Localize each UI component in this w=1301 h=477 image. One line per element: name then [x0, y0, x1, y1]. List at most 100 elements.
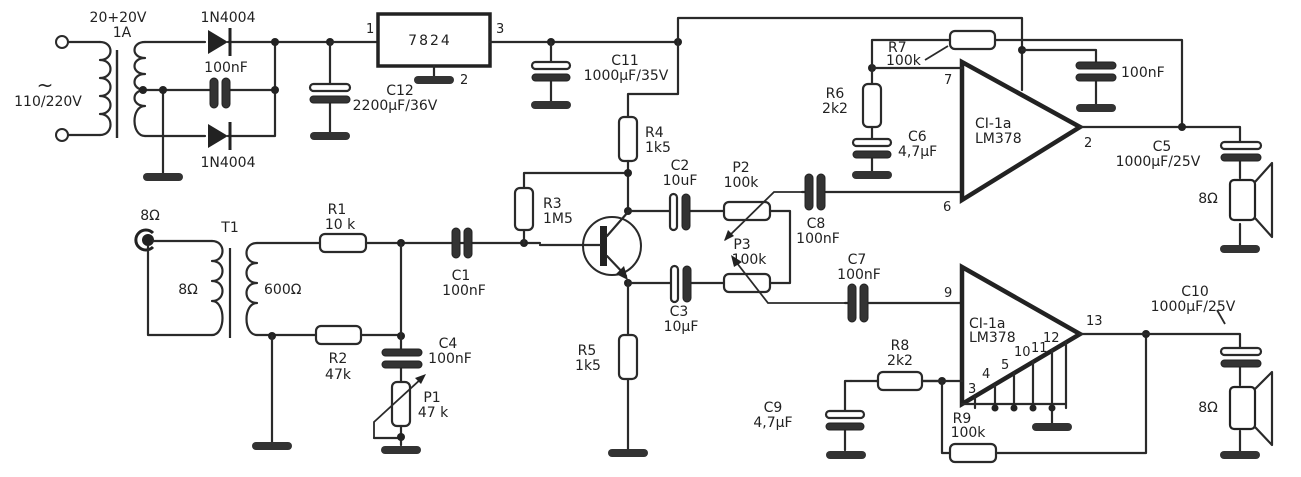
ic-bottom-gnd-pin: 5 — [1001, 358, 1009, 373]
resistor-r4 — [617, 115, 639, 163]
diode-top-label: 1N4004 — [200, 10, 255, 26]
c11-name: C11 — [611, 53, 639, 69]
ic-bottom-gnd-pin: 11 — [1031, 341, 1048, 356]
resistor-r6 — [861, 82, 883, 129]
capacitor-top-bypass-icon — [1075, 61, 1117, 82]
r3-value: 1M5 — [543, 211, 573, 227]
transformer-secondary-coil — [133, 40, 147, 138]
c7-value: 100nF — [837, 267, 881, 283]
ground-symbol — [531, 101, 571, 109]
r9-name: R9 — [953, 411, 972, 427]
c2-name: C2 — [671, 158, 690, 174]
capacitor-c12-icon — [308, 82, 352, 104]
ground-symbol — [826, 451, 866, 459]
c6-name: C6 — [908, 129, 927, 145]
c7-name: C7 — [848, 252, 867, 268]
t1-primary-label: 8Ω — [178, 282, 198, 298]
r3-name: R3 — [543, 196, 562, 212]
speaker-bottom-icon — [1228, 370, 1274, 447]
speaker-bottom-label: 8Ω — [1198, 400, 1218, 416]
ic-bottom-pin-out: 13 — [1086, 314, 1103, 329]
c5-value: 1000µF/25V — [1116, 154, 1201, 170]
c5-name: C5 — [1153, 139, 1172, 155]
r2-value: 47k — [325, 367, 352, 383]
p3-value: 100k — [732, 252, 768, 268]
r2-name: R2 — [329, 351, 348, 367]
ic-top-part: LM378 — [975, 131, 1022, 147]
capacitor-c11-icon — [530, 60, 572, 82]
input-stage: 8Ω T1 8Ω 600Ω R1 10 k R2 47k C4 100nF — [134, 202, 542, 454]
capacitor-c9-icon — [824, 409, 866, 431]
t1-name: T1 — [220, 220, 238, 236]
ic-bottom-gnd-pin: 10 — [1014, 345, 1031, 360]
mains-voltage-label: 110/220V — [14, 94, 82, 110]
c12-name: C12 — [386, 83, 414, 99]
p3-name: P3 — [733, 237, 750, 253]
ground-symbol — [381, 446, 421, 454]
amplifier-bottom: CI-1a LM378 9 3 13 4 5 10 11 12 R8 2k2 C… — [753, 263, 1274, 464]
input-jack-icon — [134, 228, 155, 252]
opamp-bottom — [959, 263, 1085, 408]
p1-value: 47 k — [418, 405, 449, 421]
mains-symbol: ~ — [37, 73, 54, 97]
ground-symbol — [1032, 423, 1072, 431]
ground-symbol — [143, 173, 183, 181]
capacitor-c10-icon — [1219, 346, 1263, 368]
c12-value: 2200µF/36V — [353, 98, 438, 114]
c9-value: 4,7µF — [753, 415, 792, 431]
r8-value: 2k2 — [887, 353, 913, 369]
capacitor-supply-100nf-icon — [209, 77, 231, 109]
opamp-top — [959, 58, 1085, 205]
transformer-current-label: 1A — [113, 25, 132, 41]
c6-value: 4,7µF — [898, 144, 937, 160]
r1-name: R1 — [328, 202, 347, 218]
c9-name: C9 — [764, 400, 783, 416]
c3-name: C3 — [670, 304, 689, 320]
capacitor-c8-icon — [804, 173, 826, 211]
ic-bottom-gnd-pin: 4 — [982, 367, 990, 382]
ic-bottom-name: CI-1a — [969, 316, 1005, 332]
diode-bottom-icon — [208, 122, 232, 150]
resistor-r8 — [876, 370, 924, 392]
ground-symbol — [252, 442, 292, 450]
transformer-primary-coil — [98, 40, 112, 137]
ground-symbol — [414, 76, 454, 84]
speaker-top-label: 8Ω — [1198, 191, 1218, 207]
ground-symbol — [608, 449, 648, 457]
ic-top-name: CI-1a — [975, 116, 1011, 132]
r6-name: R6 — [826, 86, 845, 102]
t1-secondary-coil — [245, 241, 259, 337]
c10-name: C10 — [1181, 284, 1209, 300]
power-supply: ~ 110/220V 20+20V 1A 1N4004 1N4004 100nF — [14, 10, 1024, 181]
t1-secondary-label: 600Ω — [264, 282, 302, 298]
r5-name: R5 — [578, 343, 597, 359]
c8-value: 100nF — [796, 231, 840, 247]
ground-symbol — [310, 132, 350, 140]
capacitor-c3-icon — [669, 264, 692, 304]
ic-bottom-pin-in: 9 — [944, 286, 952, 301]
capacitor-c1-icon — [451, 227, 473, 259]
ground-symbol — [1220, 245, 1260, 253]
regulator-pin-gnd: 2 — [460, 73, 468, 88]
capacitor-c4-icon — [381, 348, 423, 369]
t1-primary-coil — [210, 239, 224, 337]
c4-name: C4 — [439, 336, 458, 352]
mains-terminal-top — [55, 35, 69, 49]
regulator-pin-in: 1 — [366, 22, 374, 37]
c4-value: 100nF — [428, 351, 472, 367]
regulator-7824 — [376, 12, 492, 68]
c8-name: C8 — [807, 216, 826, 232]
ground-symbol — [852, 171, 892, 179]
speaker-top-icon — [1228, 161, 1274, 239]
r1-value: 10 k — [325, 217, 356, 233]
resistor-r3 — [513, 186, 535, 232]
c2-value: 10uF — [663, 173, 698, 189]
capacitor-c5-icon — [1219, 140, 1263, 162]
ic-bottom-part: LM378 — [969, 330, 1016, 346]
regulator-label: 7824 — [408, 33, 452, 49]
top-bypass-label: 100nF — [1121, 65, 1165, 81]
r7-name: R7 — [888, 40, 907, 56]
diode-top-icon — [208, 28, 232, 56]
resistor-r2 — [314, 324, 363, 346]
